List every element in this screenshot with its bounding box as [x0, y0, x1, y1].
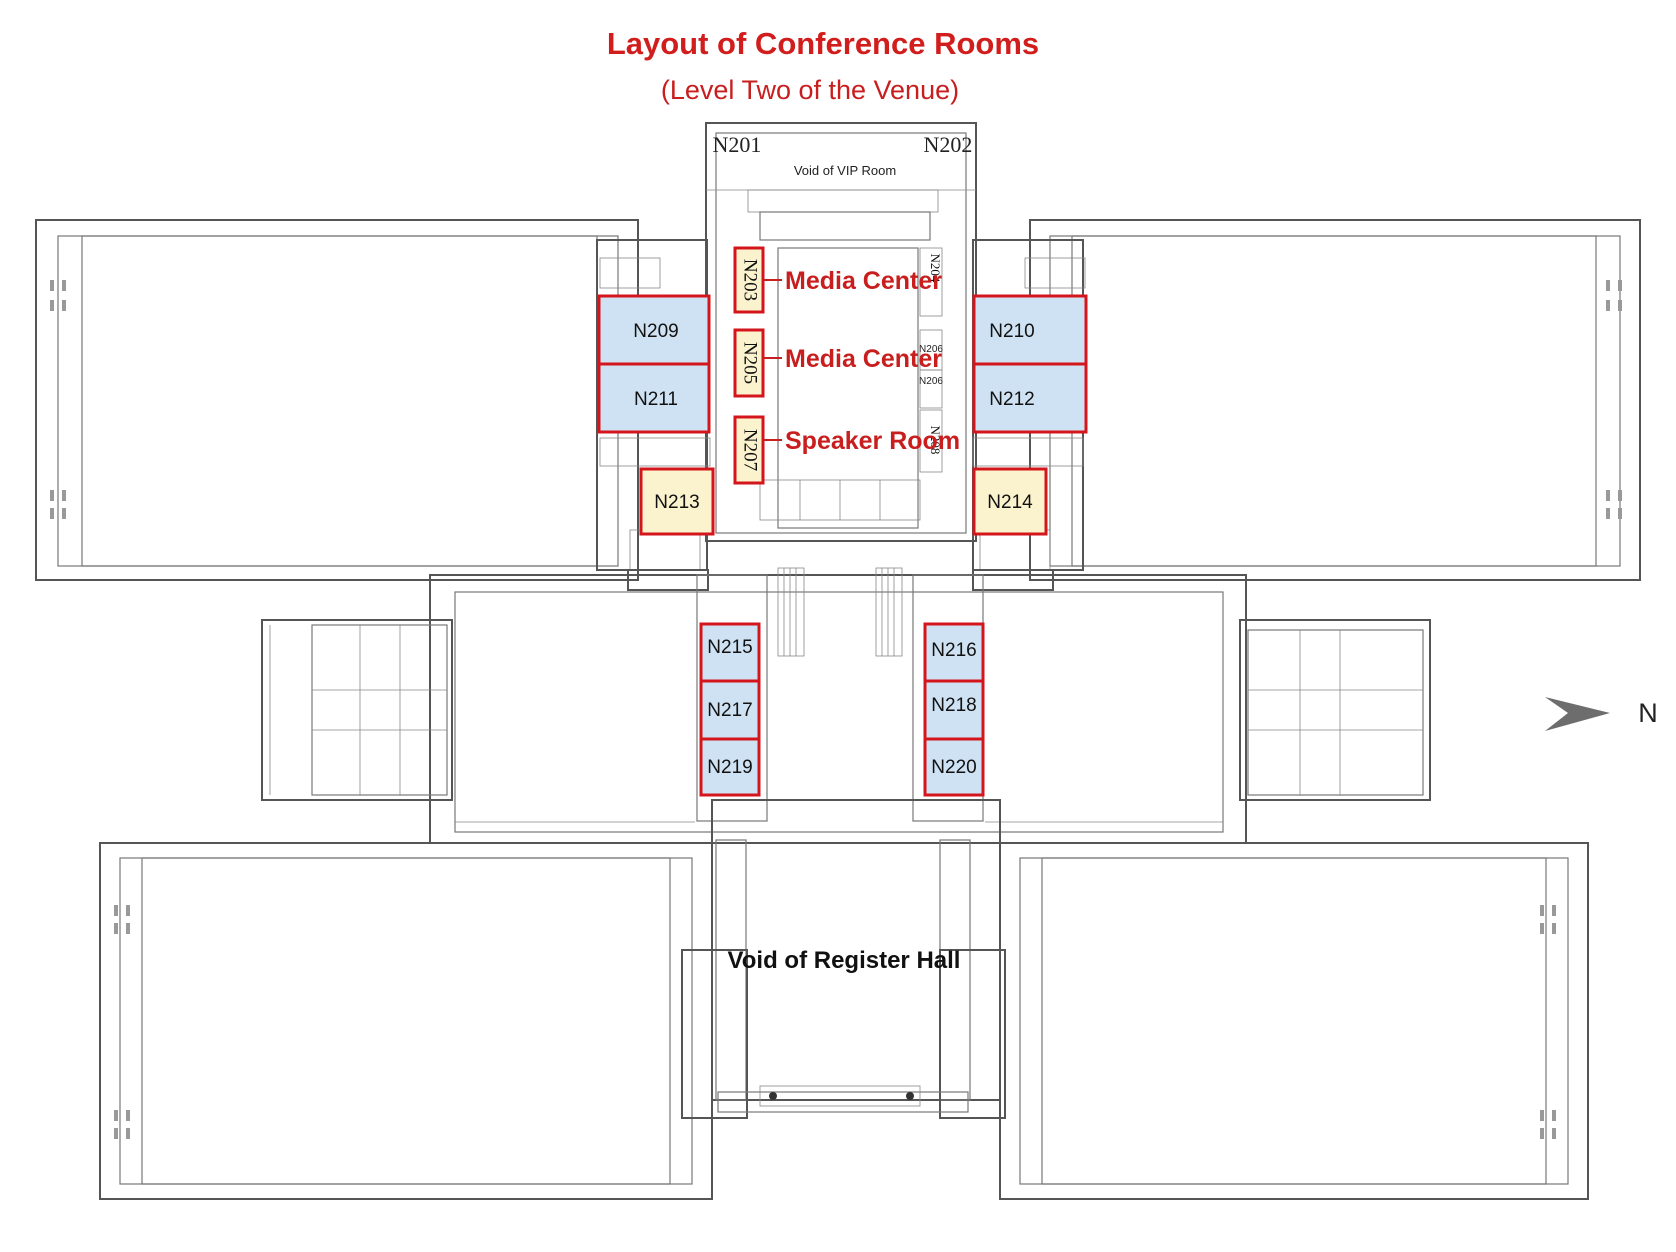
room-n211: N211 [597, 362, 711, 434]
west-office-block [261, 619, 453, 801]
room-n203: N203 [733, 246, 765, 314]
room-n209-label: N209 [633, 321, 678, 342]
room-n210: N210 [972, 294, 1088, 366]
room-n219-label: N219 [707, 757, 752, 778]
north-label: N [1638, 698, 1658, 728]
label-n201: N201 [713, 132, 762, 157]
north-arrow-icon [1545, 697, 1610, 731]
annotation-media-center-1: Media Center [785, 267, 942, 295]
room-n218-label: N218 [931, 695, 976, 716]
label-n204: N204 [928, 254, 943, 283]
east-office-block [1239, 619, 1431, 801]
room-n214-label: N214 [987, 492, 1033, 513]
label-vip-void: Void of VIP Room [794, 163, 896, 178]
room-n203-label: N203 [740, 259, 761, 301]
vip-block [705, 122, 977, 542]
room-n217-label: N217 [707, 700, 752, 721]
room-n207: N207 [733, 415, 765, 485]
middle-corridor [429, 567, 1247, 844]
room-n213: N213 [639, 467, 715, 536]
room-n205: N205 [733, 328, 765, 398]
room-n214: N214 [972, 467, 1048, 536]
room-n205-label: N205 [740, 342, 761, 384]
room-n215: N215 [699, 622, 761, 683]
label-n208: N208 [928, 426, 943, 455]
room-n211-label: N211 [634, 389, 678, 410]
label-n206: N206 [919, 344, 943, 355]
room-n216-label: N216 [931, 640, 976, 661]
room-n210-label: N210 [989, 321, 1034, 342]
page-title: Layout of Conference Rooms [607, 26, 1039, 61]
hall-left-lower [99, 842, 713, 1200]
label-n206-lower: N206 [919, 376, 943, 387]
hall-right-lower [999, 842, 1589, 1200]
annotation-speaker-room: Speaker Room [785, 427, 960, 455]
page-subtitle: (Level Two of the Venue) [661, 75, 959, 105]
room-n220-label: N220 [931, 757, 976, 778]
room-n217: N217 [699, 679, 761, 741]
room-n212-label: N212 [989, 389, 1034, 410]
annotation-register-hall: Void of Register Hall [728, 947, 961, 974]
room-n220: N220 [923, 737, 985, 797]
label-n202: N202 [924, 132, 973, 157]
room-n212: N212 [972, 362, 1088, 434]
room-n207-label: N207 [740, 429, 761, 471]
hall-left-upper [35, 219, 639, 581]
room-n216: N216 [923, 622, 985, 683]
room-n213-label: N213 [654, 492, 699, 513]
hall-right-upper [1029, 219, 1641, 581]
register-hall-block [681, 799, 1006, 1119]
room-n215-label: N215 [707, 637, 752, 658]
annotation-media-center-2: Media Center [785, 345, 942, 373]
room-n218: N218 [923, 679, 985, 741]
room-n219: N219 [699, 737, 761, 797]
room-n209: N209 [597, 294, 711, 366]
